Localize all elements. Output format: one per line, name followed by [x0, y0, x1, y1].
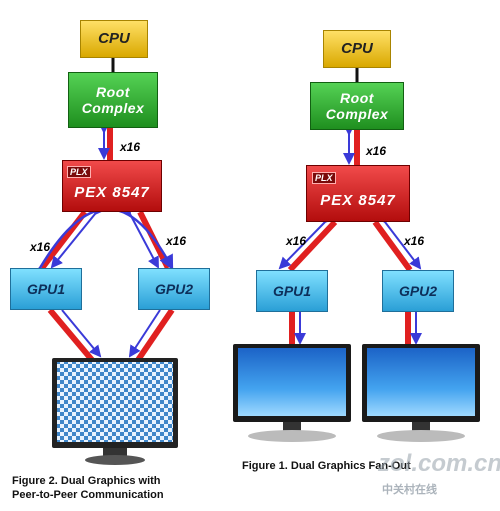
gpu1-box-left: GPU1 — [10, 268, 82, 310]
link-label-top-left: x16 — [120, 140, 141, 154]
figure-2-caption: Figure 2. Dual Graphics with Peer-to-Pee… — [12, 475, 164, 501]
plx-logo-left: PLX — [67, 166, 91, 178]
cpu-label-left: CPU — [98, 30, 130, 48]
gpu2-box-right: GPU2 — [382, 270, 454, 312]
monitor-checkerboard — [52, 358, 178, 465]
cpu-box-left: CPU — [80, 20, 148, 58]
gpu1-monitor-arrow-left — [61, 309, 102, 358]
gpu2-box-left: GPU2 — [138, 268, 210, 310]
watermark-logo: zol.com.cn — [378, 450, 500, 477]
peer-to-peer-arrow — [27, 208, 174, 283]
gpu2-monitor-arrow-left — [128, 309, 161, 358]
cpu-box-right: CPU — [323, 30, 391, 68]
pex-label-right: PEX 8547 — [320, 191, 396, 209]
pex-gpu2-arrow-right — [374, 210, 422, 270]
gpu1-monitor-link-left — [47, 308, 95, 362]
figure-1-caption: Figure 1. Dual Graphics Fan-Out — [242, 460, 411, 472]
gpu1-box-right: GPU1 — [256, 270, 328, 312]
gpu2-label-right: GPU2 — [398, 282, 438, 299]
monitor-right-2 — [362, 344, 480, 442]
gpu2-monitor-link-left — [135, 308, 175, 362]
link-label-gpu1-right: x16 — [286, 234, 307, 248]
monitor-right-1 — [233, 344, 351, 442]
pex-label-left: PEX 8547 — [74, 184, 150, 202]
root-complex-box-left: Root Complex — [68, 72, 158, 128]
root-complex-box-right: Root Complex — [310, 82, 404, 130]
link-label-gpu2-left: x16 — [166, 234, 187, 248]
watermark-subtitle: 中关村在线 — [382, 484, 437, 496]
plx-logo-right: PLX — [312, 172, 336, 184]
gpu1-label-left: GPU1 — [26, 280, 66, 297]
root-complex-label-right: Root Complex — [325, 89, 389, 122]
gpu1-label-right: GPU1 — [272, 282, 312, 299]
pex-gpu1-arrow-right — [278, 210, 337, 270]
cpu-label-right: CPU — [341, 40, 373, 58]
link-label-top-right: x16 — [366, 144, 387, 158]
root-complex-label-left: Root Complex — [81, 83, 145, 116]
gpu2-label-left: GPU2 — [154, 280, 194, 297]
link-label-gpu1-left: x16 — [30, 240, 51, 254]
link-label-gpu2-right: x16 — [404, 234, 425, 248]
